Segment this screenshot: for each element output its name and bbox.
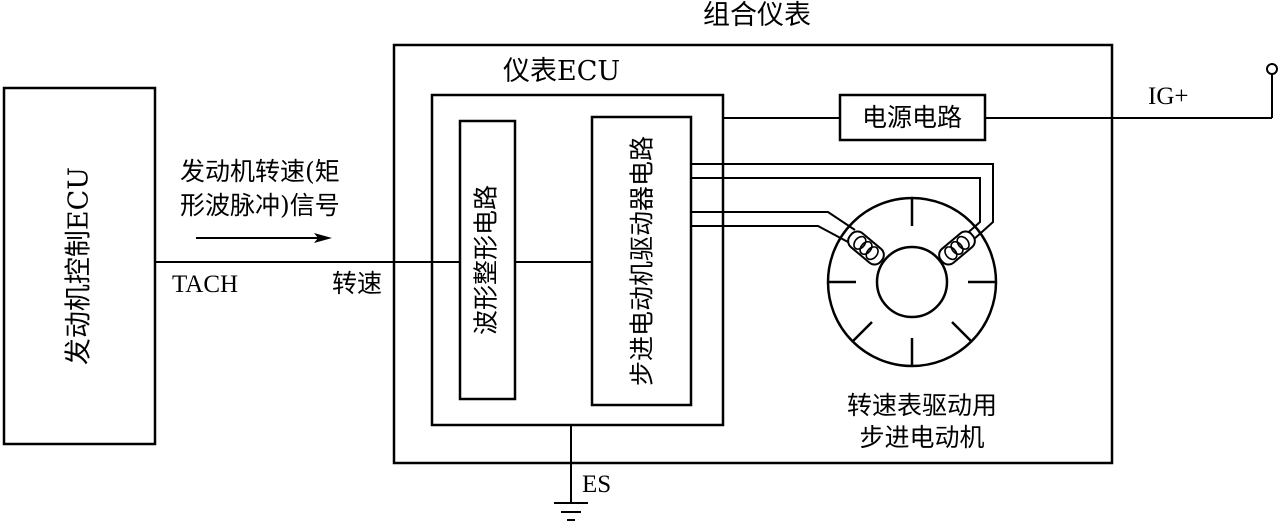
tach-label: TACH xyxy=(172,271,238,298)
stepper-driver-box xyxy=(590,115,693,407)
engine-ecu-label: 发动机控制ECU xyxy=(64,167,95,365)
motor-label-line1: 转速表驱动用 xyxy=(847,391,997,420)
motor-wire-4 xyxy=(691,225,849,243)
stepper-driver-label: 步进电动机驱动器电路 xyxy=(628,136,657,386)
signal-label-line2: 形波脉冲)信号 xyxy=(180,191,340,220)
power-circuit-label: 电源电路 xyxy=(862,103,962,132)
engine-ecu-box xyxy=(2,86,157,446)
meter-ecu-label: 仪表ECU xyxy=(503,56,620,87)
waveform-circuit-label: 波形整形电路 xyxy=(472,185,501,335)
motor-wire-3 xyxy=(691,211,856,231)
waveform-circuit-box xyxy=(458,119,517,401)
stepper-motor-pole-marks xyxy=(828,198,996,366)
motor-drive-wires xyxy=(691,163,994,243)
signal-arrow-head xyxy=(314,233,332,243)
coil-right-icon xyxy=(938,230,976,266)
ig-terminal-icon xyxy=(1266,63,1278,75)
motor-wire-2 xyxy=(691,177,981,238)
ig-label: IG+ xyxy=(1148,83,1188,110)
diagram-title: 组合仪表 xyxy=(703,0,811,31)
speed-input-label: 转速 xyxy=(332,269,382,298)
coil-left-icon xyxy=(847,230,885,266)
signal-label-line1: 发动机转速(矩 xyxy=(180,157,340,186)
meter-ecu-box xyxy=(430,93,725,427)
combination-meter-box xyxy=(392,43,1114,465)
motor-label-line2: 步进电动机 xyxy=(859,423,984,452)
ground-icon xyxy=(554,502,588,521)
stepper-motor xyxy=(826,196,998,368)
stepper-motor-rotor xyxy=(875,245,949,319)
es-label: ES xyxy=(582,471,611,498)
motor-wire-1 xyxy=(691,163,994,241)
